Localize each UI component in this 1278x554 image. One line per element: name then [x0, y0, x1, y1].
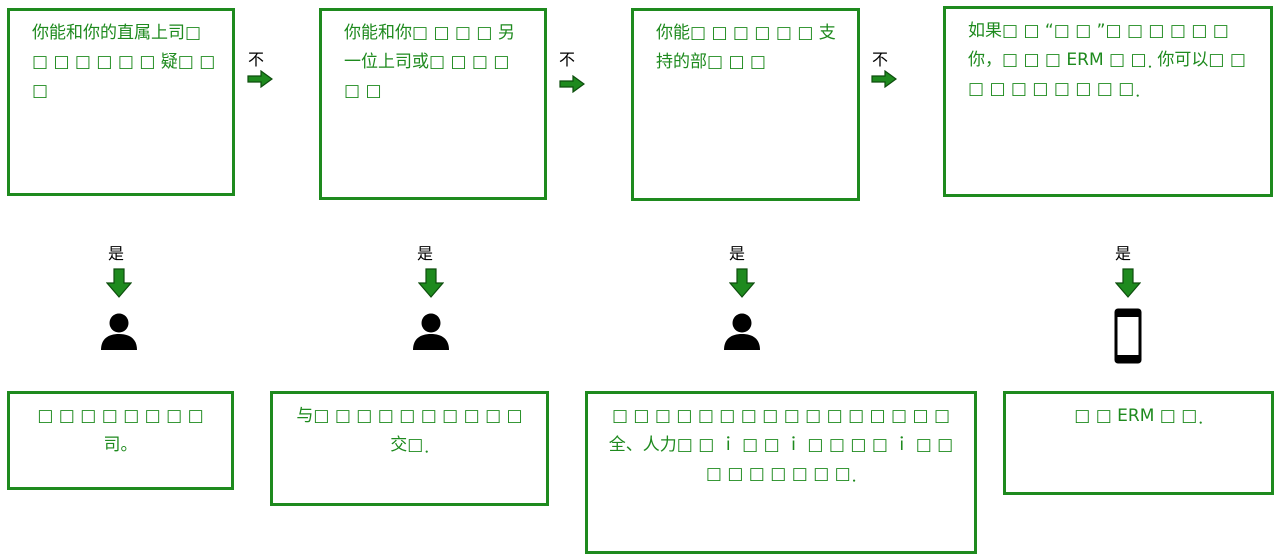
outcome-box-3: □ □ □ □ □ □ □ □ □ □ □ □ □ □ □ □ 全、人力□ □ … [585, 391, 977, 554]
person-icon [724, 313, 760, 350]
down-arrow-icon [1115, 268, 1141, 298]
question-text-4: 如果□ □ “□ □ ”□ □ □ □ □ □ 你，□ □ □ ERM □ □ … [968, 21, 1246, 99]
outcome-text-1: □ □ □ □ □ □ □ □ 司。 [37, 406, 204, 455]
right-arrow-icon [559, 75, 585, 93]
question-box-2: 你能和你□ □ □ □ 另一位上司或□ □ □ □ □ □ [319, 8, 547, 200]
no-label-1: 不 [248, 50, 265, 69]
yes-label-2: 是 [417, 244, 434, 263]
outcome-text-2: 与□ □ □ □ □ □ □ □ □ □ 交□ ฺ [296, 406, 523, 455]
outcome-box-2: 与□ □ □ □ □ □ □ □ □ □ 交□ ฺ [270, 391, 549, 506]
down-arrow-icon [106, 268, 132, 298]
no-label-2: 不 [559, 50, 576, 69]
question-box-4: 如果□ □ “□ □ ”□ □ □ □ □ □ 你，□ □ □ ERM □ □ … [943, 6, 1273, 197]
right-arrow-icon [247, 70, 273, 88]
outcome-text-3: □ □ □ □ □ □ □ □ □ □ □ □ □ □ □ □ 全、人力□ □ … [608, 406, 954, 484]
question-box-3: 你能□ □ □ □ □ □ 支持的部□ □ □ [631, 8, 860, 201]
right-arrow-icon [871, 70, 897, 88]
yes-label-3: 是 [729, 244, 746, 263]
question-text-3: 你能□ □ □ □ □ □ 支持的部□ □ □ [656, 23, 836, 72]
down-arrow-icon [418, 268, 444, 298]
question-box-1: 你能和你的直属上司□ □ □ □ □ □ □ 疑□ □ □ [7, 8, 235, 196]
no-label-3: 不 [872, 50, 889, 69]
person-icon [101, 313, 137, 350]
question-text-2: 你能和你□ □ □ □ 另一位上司或□ □ □ □ □ □ [344, 23, 515, 101]
down-arrow-icon [729, 268, 755, 298]
yes-label-4: 是 [1115, 244, 1132, 263]
phone-icon [1114, 308, 1142, 364]
outcome-box-4: □ □ ERM □ □ ฺ [1003, 391, 1274, 495]
yes-label-1: 是 [108, 244, 125, 263]
outcome-text-4: □ □ ERM □ □ ฺ [1074, 406, 1203, 426]
outcome-box-1: □ □ □ □ □ □ □ □ 司。 [7, 391, 234, 490]
question-text-1: 你能和你的直属上司□ □ □ □ □ □ □ 疑□ □ □ [32, 23, 216, 101]
person-icon [413, 313, 449, 350]
